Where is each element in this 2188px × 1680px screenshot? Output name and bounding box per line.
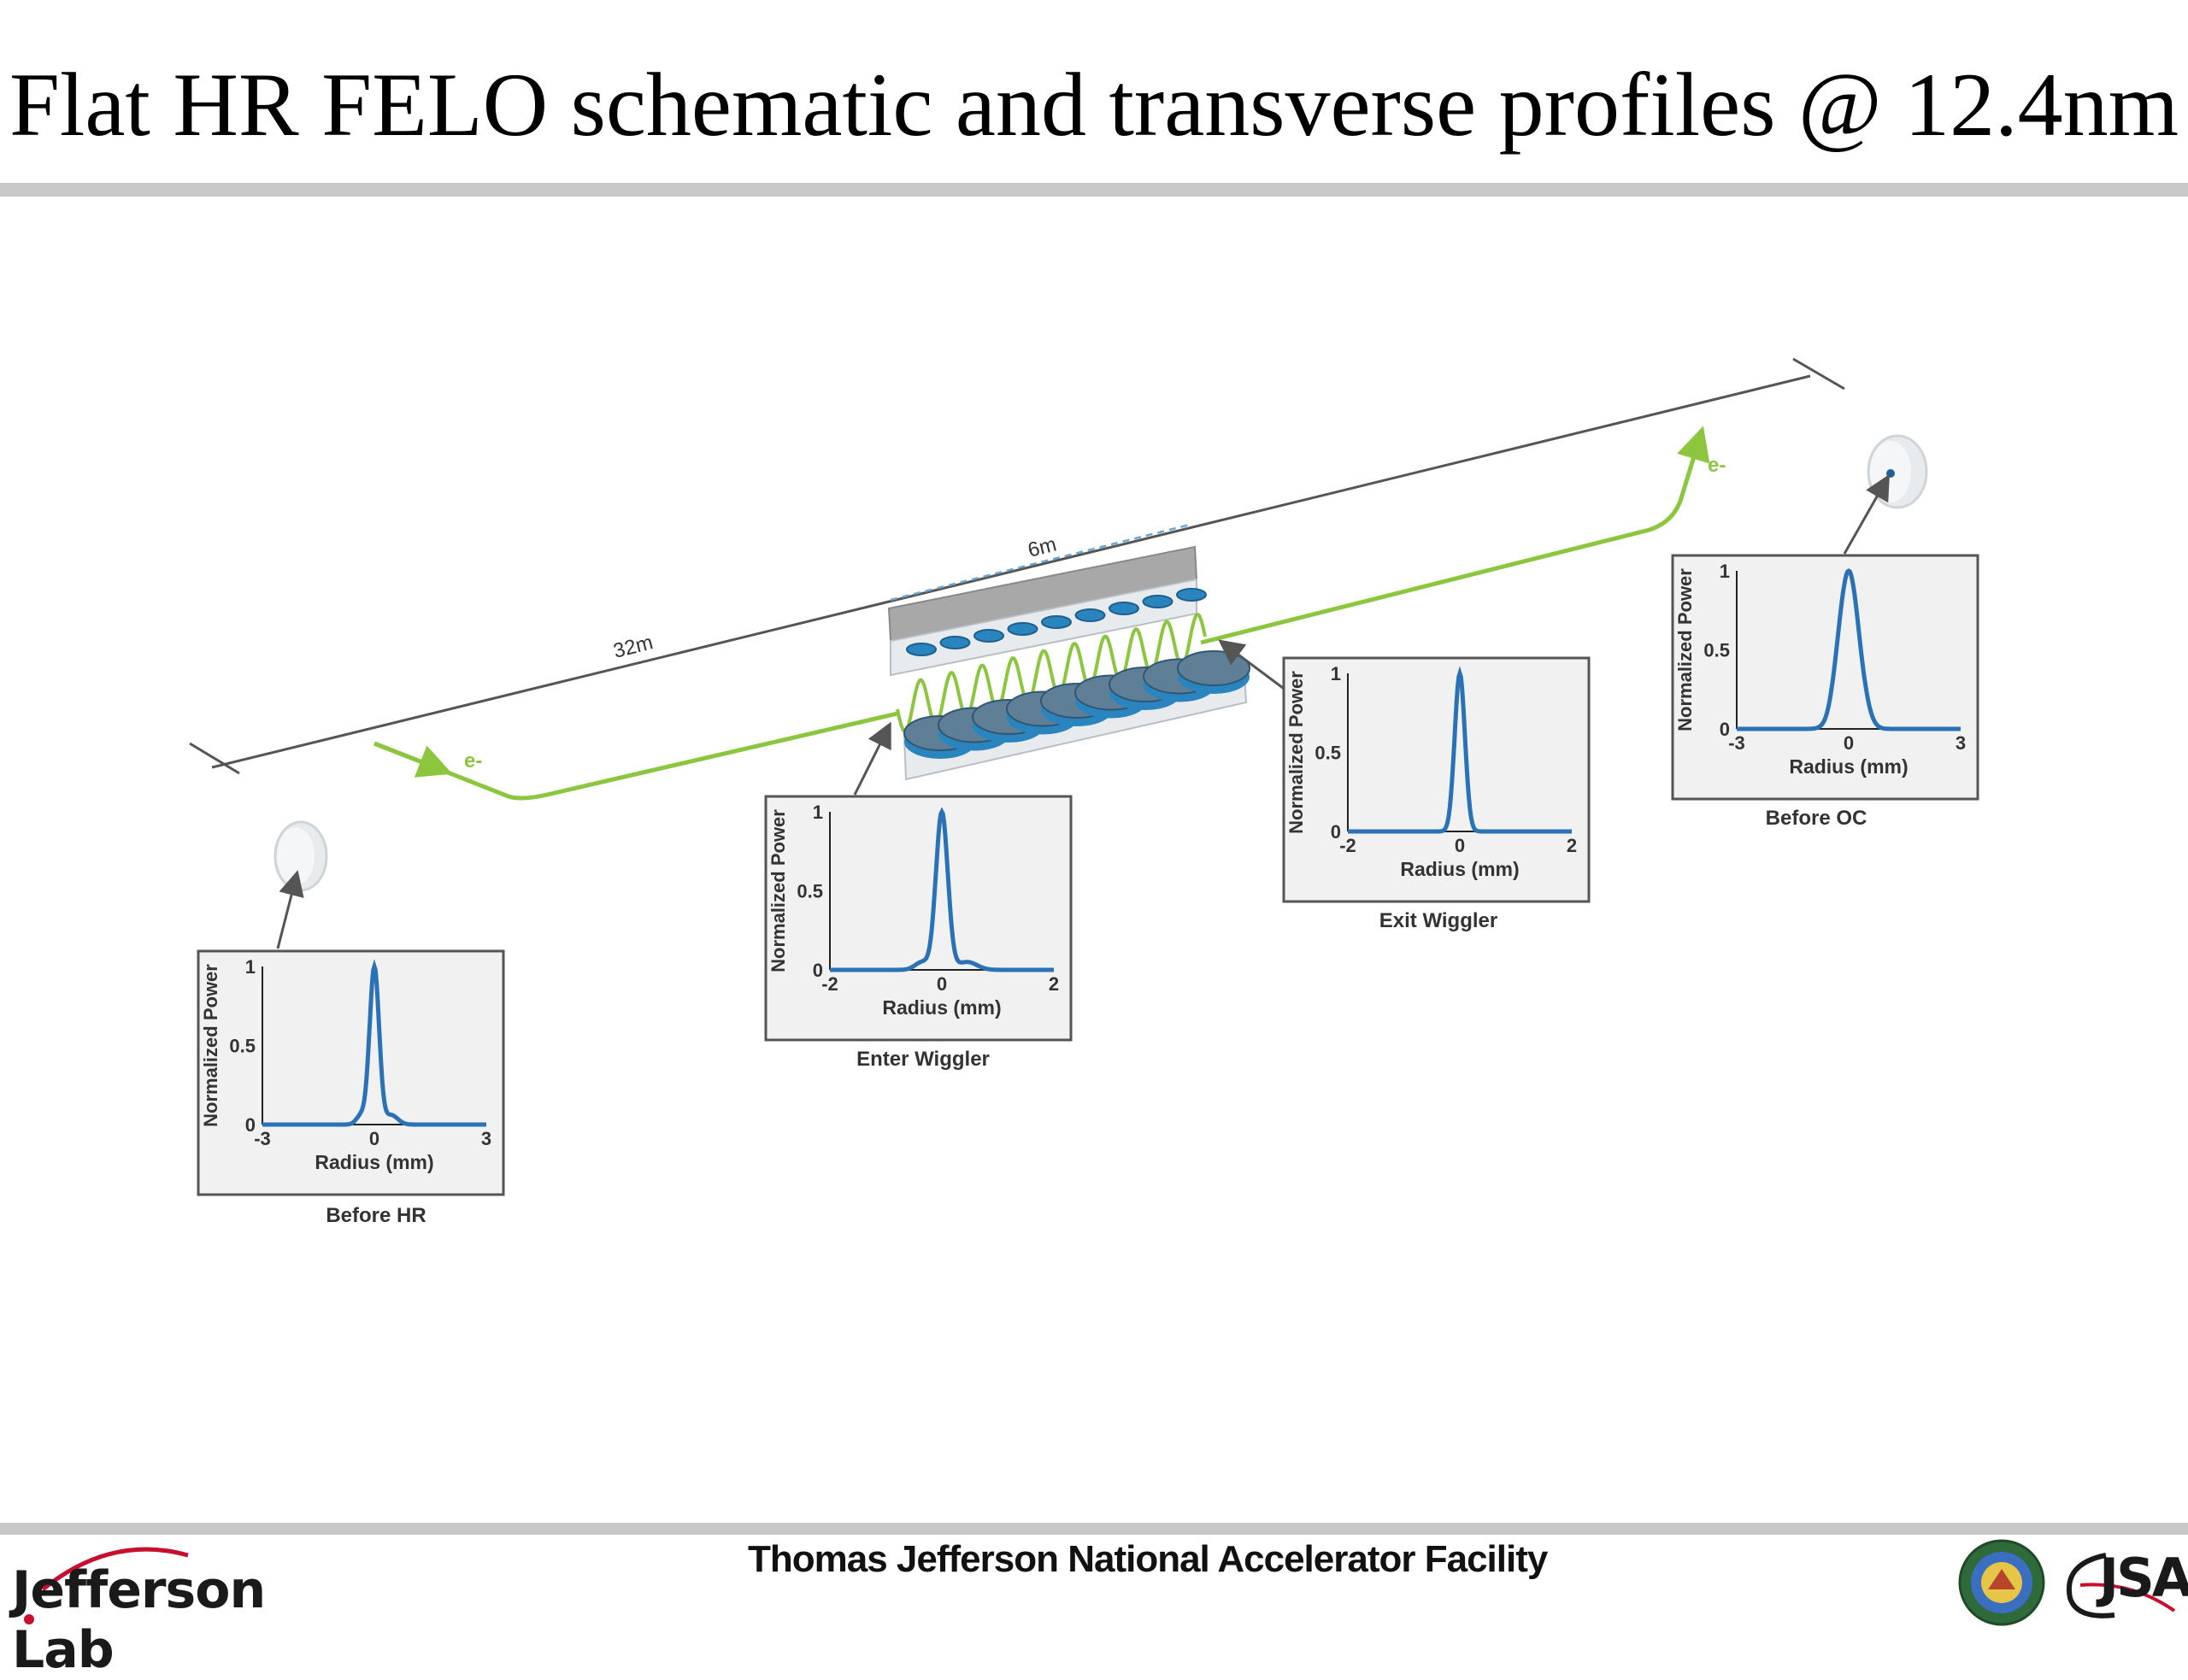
x-axis-label: Radius (mm) (315, 1151, 433, 1173)
x-tick-label: -2 (821, 973, 838, 995)
x-axis-label: Radius (mm) (1789, 755, 1908, 778)
wiggler-lower-magnet (903, 650, 1250, 781)
y-tick-label: 1 (813, 802, 823, 823)
y-tick-label: 0 (245, 1114, 256, 1136)
y-tick-label: 0.5 (229, 1036, 256, 1057)
panel-caption: Before OC (1766, 807, 1867, 830)
wiggler-length-dimension: 6m (890, 523, 1191, 602)
panel-caption: Enter Wiggler (856, 1048, 990, 1071)
x-tick-label: 2 (1567, 835, 1577, 856)
y-tick-label: 0.5 (1703, 640, 1730, 661)
x-tick-label: 0 (1455, 835, 1465, 856)
hr-mirror (274, 820, 328, 892)
upper-magnet-block (906, 643, 937, 656)
upper-magnet-block (1074, 608, 1106, 622)
x-tick-label: -3 (1728, 732, 1745, 754)
y-tick-label: 0 (1720, 719, 1730, 740)
footer-divider (0, 1523, 2188, 1535)
y-axis-label: Normalized Power (200, 964, 221, 1127)
x-tick-label: 3 (1956, 732, 1966, 754)
upper-magnet-block (1041, 615, 1072, 629)
profile-trace (262, 959, 486, 1127)
upper-magnet-block (1007, 622, 1038, 636)
slide-title: Flat HR FELO schematic and transverse pr… (9, 55, 2179, 155)
y-axis-label: Normalized Power (1285, 671, 1307, 834)
x-axis-label: Radius (mm) (1400, 858, 1519, 880)
x-tick-label: 3 (481, 1128, 491, 1149)
wiggler-length-label: 6m (1026, 533, 1059, 562)
x-tick-label: 0 (1844, 732, 1854, 754)
jsa-logo: JSA (2055, 1538, 2188, 1632)
beam-in-label: e- (464, 749, 482, 772)
upper-magnet-block (939, 636, 971, 649)
y-tick-label: 0 (813, 960, 823, 981)
panel-caption: Exit Wiggler (1379, 909, 1497, 932)
y-tick-label: 0 (1331, 821, 1341, 843)
facility-name: Thomas Jefferson National Accelerator Fa… (748, 1538, 1548, 1580)
jefferson-lab-logo: Jefferson Lab (9, 1538, 368, 1680)
x-tick-label: -2 (1339, 835, 1356, 856)
exit-wiggler-pointer-arrow (1218, 639, 1287, 692)
y-axis-label: Normalized Power (1674, 568, 1696, 731)
lower-magnet-pad (1177, 650, 1250, 694)
upper-magnet-block (1109, 602, 1139, 615)
x-axis-label: Radius (mm) (882, 996, 1001, 1019)
y-tick-label: 1 (245, 956, 256, 978)
x-tick-label: 0 (369, 1128, 379, 1149)
upper-magnet-block (973, 629, 1004, 643)
y-tick-label: 1 (1331, 663, 1341, 684)
upper-magnet-block (1142, 595, 1173, 608)
y-tick-label: 0.5 (1315, 743, 1341, 764)
doe-seal-logo (1957, 1538, 2046, 1627)
y-axis-label: Normalized Power (768, 809, 789, 972)
oc-pointer-arrow (1843, 473, 1890, 555)
profile-trace (1737, 568, 1961, 731)
panel-caption: Before HR (326, 1204, 426, 1227)
upper-magnet-block (1176, 588, 1207, 602)
total-length-dimension: 32m (189, 357, 1845, 775)
x-tick-label: 2 (1049, 973, 1059, 995)
electron-beam-path: e- e- (373, 426, 1726, 801)
profile-trace (830, 807, 1054, 972)
x-tick-label: -3 (254, 1128, 271, 1149)
x-tick-label: 0 (937, 973, 947, 995)
hr-pointer-arrow (276, 870, 304, 949)
profile-trace (1348, 666, 1572, 834)
total-length-label: 32m (611, 631, 656, 662)
title-divider (0, 183, 2188, 197)
wiggler-upper-magnet (887, 545, 1207, 677)
enter-wiggler-pointer-arrow (853, 721, 891, 796)
y-tick-label: 1 (1720, 561, 1730, 582)
y-tick-label: 0.5 (797, 881, 823, 902)
beam-out-label: e- (1708, 454, 1726, 477)
